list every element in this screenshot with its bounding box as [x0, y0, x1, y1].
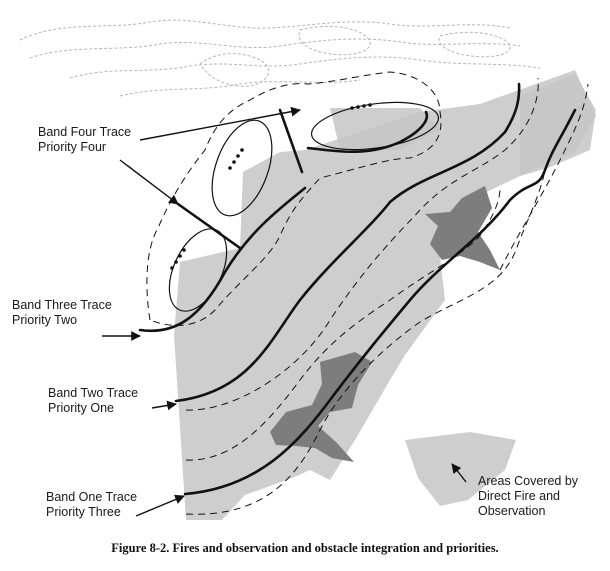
band-four-label-line1: Band Four Trace — [38, 125, 132, 139]
oval-upper — [310, 101, 440, 151]
legend-label-line1: Areas Covered by — [478, 474, 579, 488]
obstacle-upper-right — [425, 186, 500, 270]
band-one-label: Band One Trace Priority Three — [46, 490, 137, 520]
band-four-label-line2: Priority Four — [38, 140, 107, 154]
arrow-band-four-upper — [139, 106, 301, 141]
band-two-label-line2: Priority One — [48, 401, 114, 415]
dot-marks — [170, 103, 372, 270]
observation-ovals — [168, 101, 440, 312]
band-four-trace — [306, 110, 429, 154]
dashed-inner-boundary-2 — [185, 187, 501, 461]
band-one-label-line2: Priority Three — [46, 505, 121, 519]
coverage-areas — [174, 70, 596, 520]
band-four-label: Band Four Trace Priority Four — [38, 125, 131, 155]
dashed-inner-boundary-1 — [185, 77, 539, 411]
band-one-trace — [183, 108, 577, 496]
band-three-label-line2: Priority Two — [12, 313, 78, 327]
band-two-label: Band Two Trace Priority One — [48, 386, 138, 416]
legend-label: Areas Covered by Direct Fire and Observa… — [478, 474, 578, 519]
band-one-label-line1: Band One Trace — [46, 490, 138, 504]
arrow-band-four-lower — [119, 159, 179, 205]
arrow-band-one — [135, 494, 185, 517]
dashed-outer-boundary — [146, 71, 442, 326]
band-two-trace — [174, 82, 521, 403]
leader-arrows — [102, 106, 467, 517]
legend-label-line2: Direct Fire and — [478, 489, 560, 503]
dashed-boundaries — [146, 71, 589, 515]
dashed-inner-boundary-3 — [185, 169, 546, 515]
legend-label-line3: Observation — [478, 504, 546, 518]
figure-caption: Figure 8-2. Fires and observation and ob… — [111, 541, 499, 555]
band-two-label-line1: Band Two Trace — [48, 386, 139, 400]
arrow-band-two — [151, 400, 177, 411]
band-traces — [138, 82, 577, 496]
band-three-trace — [138, 186, 307, 333]
band-three-label-line1: Band Three Trace — [12, 298, 112, 312]
left-boundary-line — [176, 202, 242, 250]
band-three-label: Band Three Trace Priority Two — [12, 298, 112, 328]
arrow-legend — [451, 463, 467, 483]
coverage-right-strip — [520, 74, 596, 176]
oval-middle — [211, 119, 273, 217]
coverage-main-area — [174, 70, 596, 520]
dashed-right-boundary — [499, 83, 589, 271]
oval-left — [168, 228, 228, 312]
terrain-contours — [19, 19, 541, 97]
upper-boundary-line — [278, 108, 304, 174]
